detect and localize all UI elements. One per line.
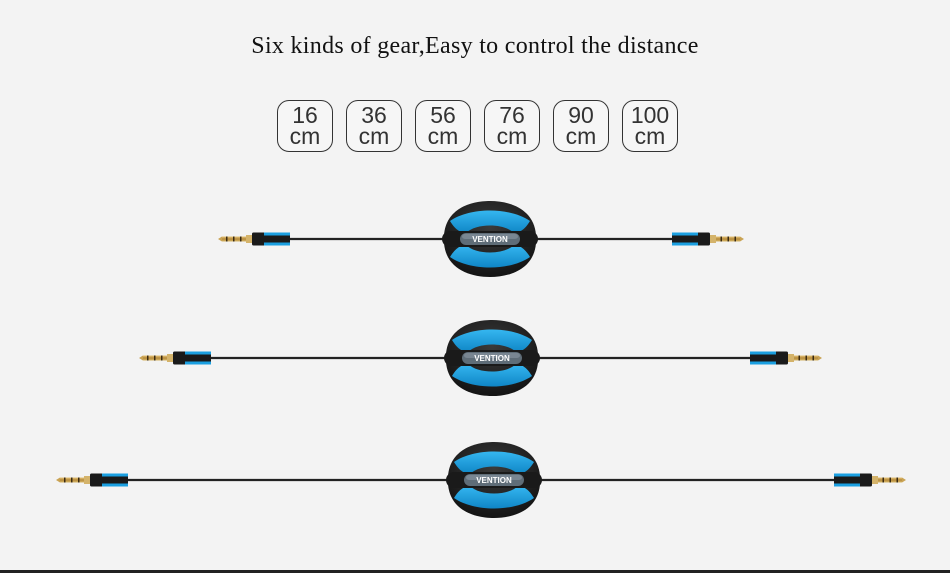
- gear-unit: cm: [289, 123, 321, 149]
- page-title: Six kinds of gear,Easy to control the di…: [251, 33, 699, 59]
- brand-label: VENTION: [472, 235, 508, 244]
- audio-plug-right: [750, 352, 822, 365]
- brand-label: VENTION: [474, 354, 510, 363]
- gear-value: 56: [430, 102, 456, 128]
- gear-100cm: 100 cm: [622, 100, 678, 152]
- gear-16cm: 16 cm: [277, 100, 333, 152]
- retractable-cable-long: VENTION: [56, 442, 906, 518]
- gear-36cm: 36 cm: [346, 100, 402, 152]
- gear-unit: cm: [358, 123, 390, 149]
- gear-90cm: 90 cm: [553, 100, 609, 152]
- audio-plug-left: [56, 473, 128, 487]
- audio-plug-left: [218, 232, 290, 246]
- gear-list: 16 cm 36 cm 56 cm 76 cm 90 cm 100 cm: [277, 100, 678, 152]
- gear-value: 36: [361, 102, 387, 128]
- gear-unit: cm: [634, 123, 666, 149]
- brand-label: VENTION: [476, 476, 512, 485]
- audio-plug-right: [672, 233, 744, 246]
- gear-unit: cm: [496, 123, 528, 149]
- bottom-divider: [0, 570, 950, 573]
- audio-plug-right: [834, 474, 906, 487]
- gear-unit: cm: [565, 123, 597, 149]
- retractable-cable-short: VENTION: [218, 201, 744, 277]
- gear-value: 90: [568, 102, 594, 128]
- gear-value: 100: [630, 102, 670, 128]
- gear-56cm: 56 cm: [415, 100, 471, 152]
- gear-value: 16: [292, 102, 318, 128]
- gear-value: 76: [499, 102, 525, 128]
- retractable-cable-medium: VENTION: [139, 320, 822, 396]
- gear-unit: cm: [427, 123, 459, 149]
- audio-plug-left: [139, 351, 211, 365]
- gear-76cm: 76 cm: [484, 100, 540, 152]
